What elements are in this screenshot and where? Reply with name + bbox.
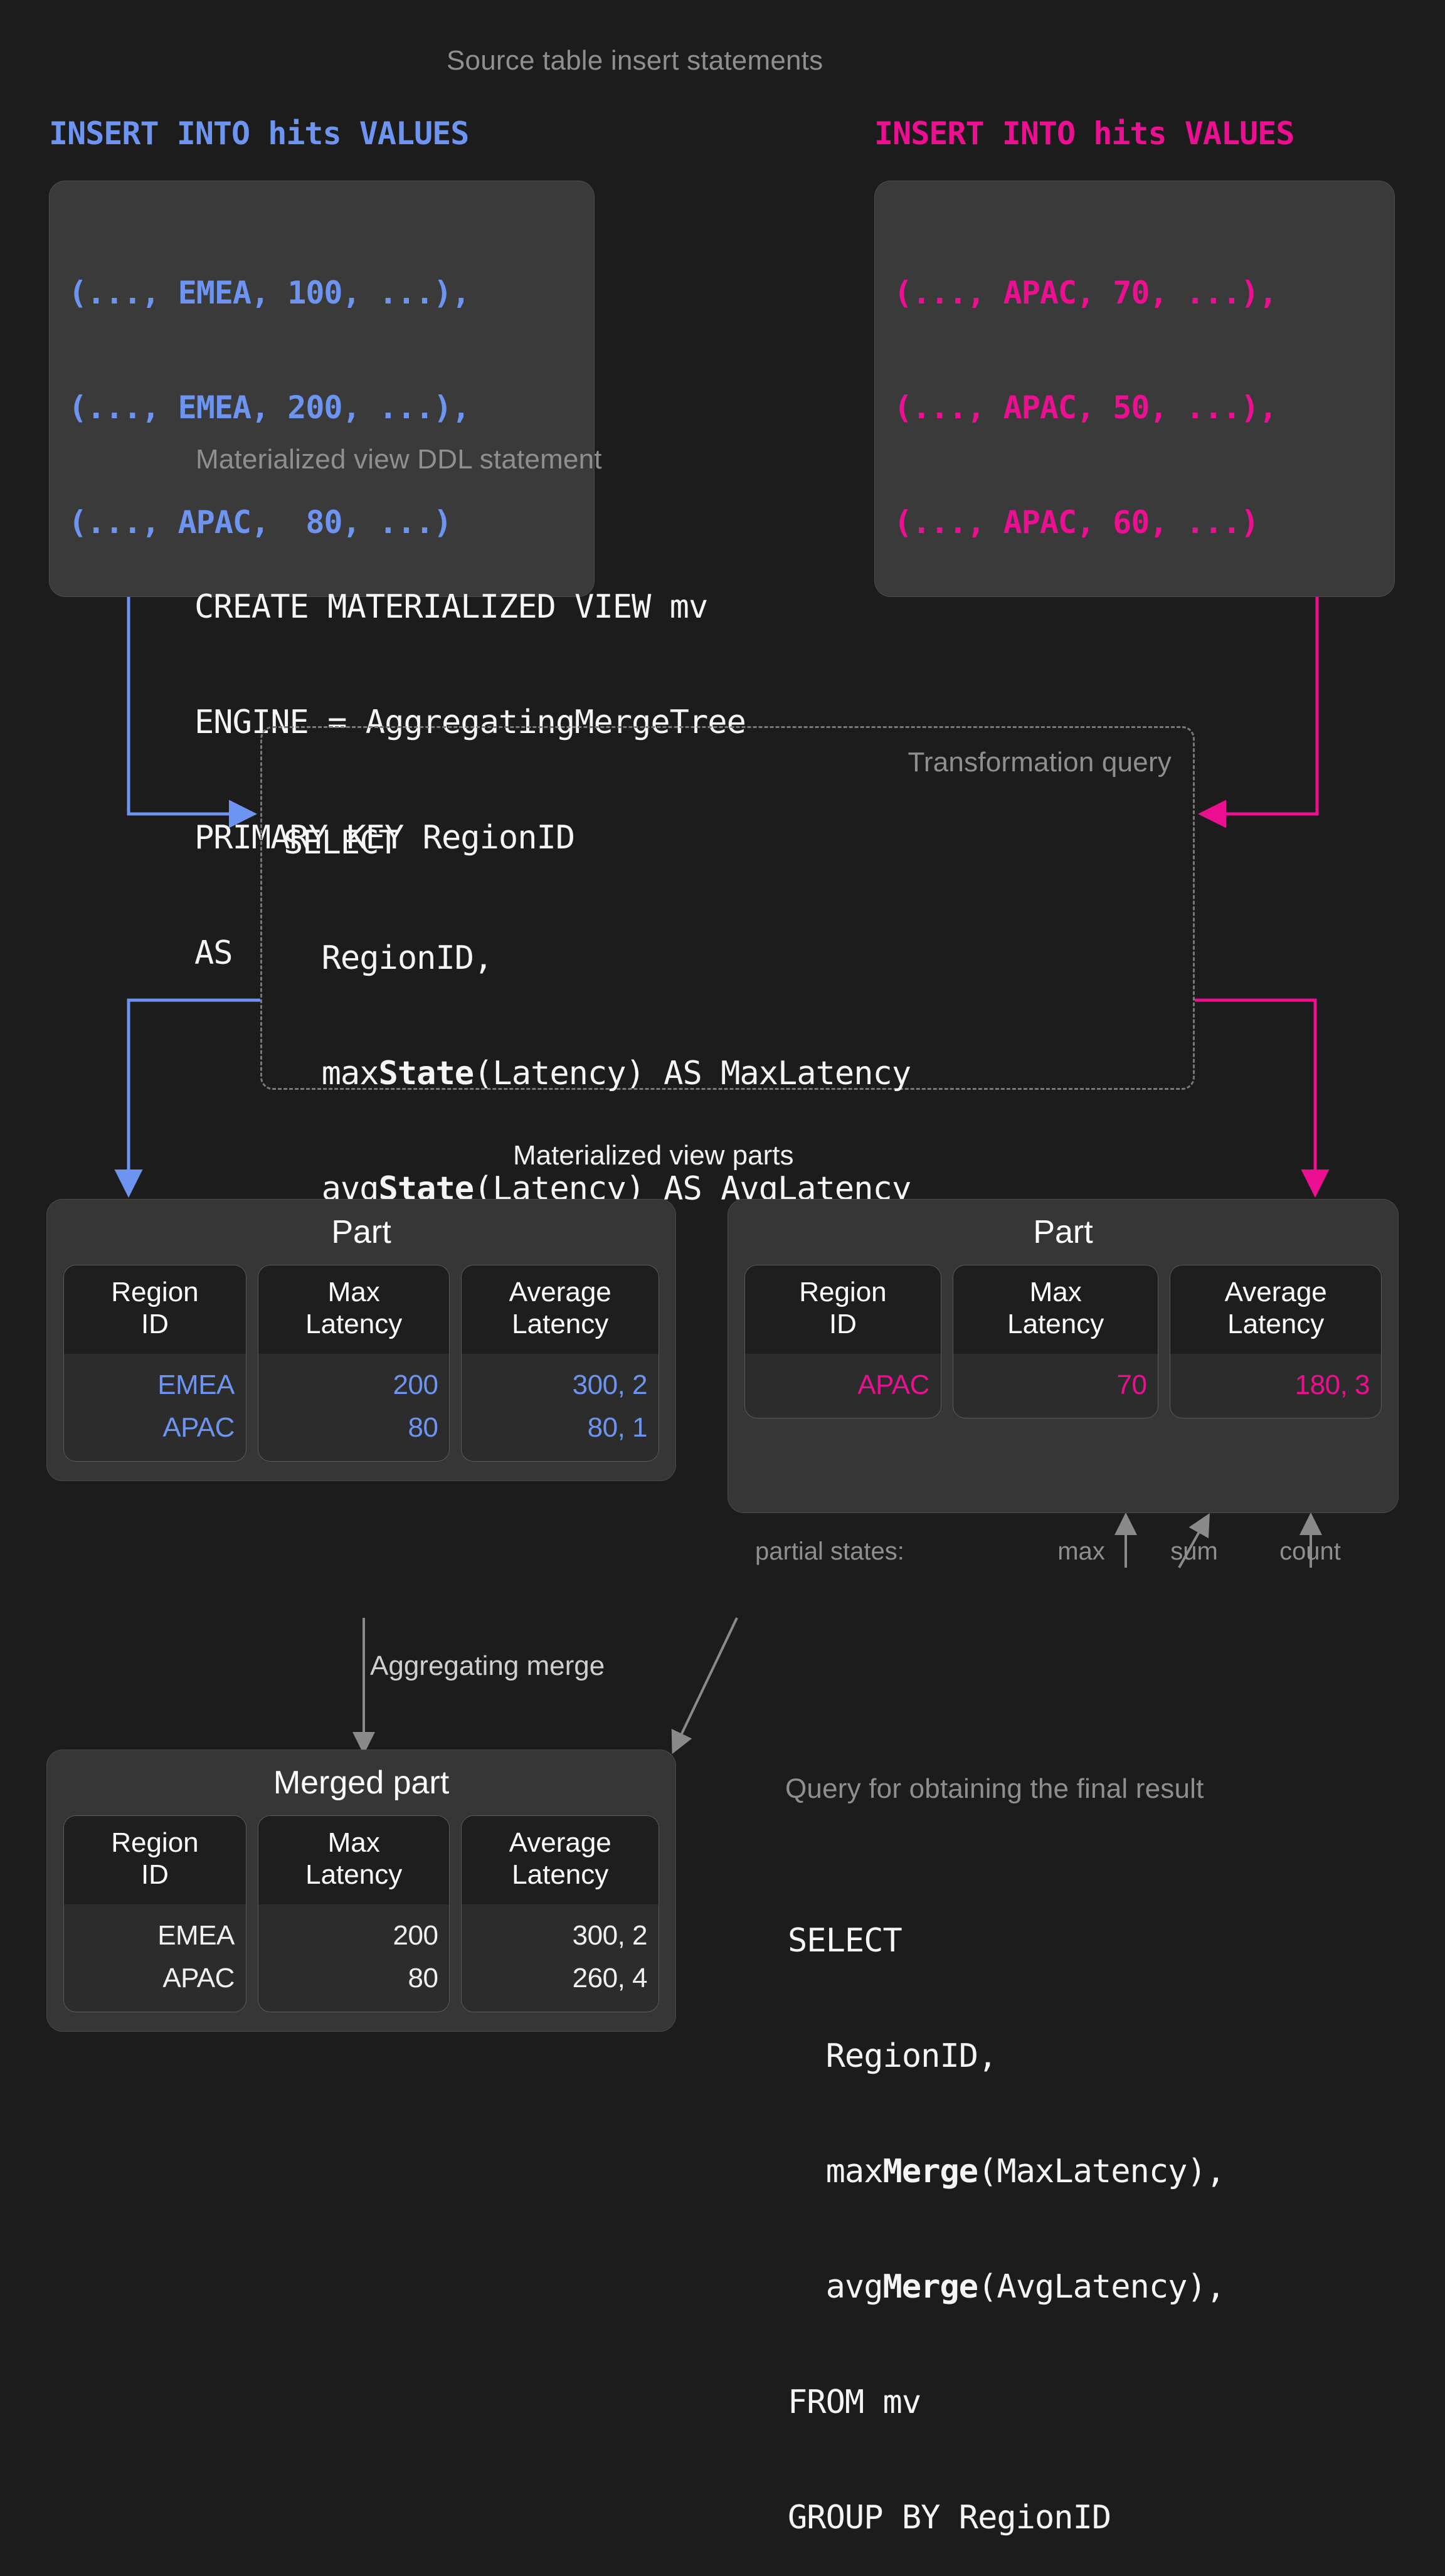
column-region-id: Region ID APAC xyxy=(744,1265,941,1419)
table-cell: 80 xyxy=(408,1412,438,1444)
ddl-line: CREATE MATERIALIZED VIEW mv xyxy=(194,588,708,626)
query-line: FROM mv xyxy=(788,2383,921,2422)
column-average-latency: Average Latency 300, 2 80, 1 xyxy=(461,1265,659,1462)
insert-values-left: (..., EMEA, 100, ...), (..., EMEA, 200, … xyxy=(49,181,595,597)
partial-state-count: count xyxy=(1279,1538,1341,1565)
part-columns: Region ID EMEA APAC Max Latency 200 80 A… xyxy=(63,1265,659,1462)
arrow-query-to-right-part xyxy=(1195,998,1330,1198)
table-cell: 260, 4 xyxy=(572,1963,648,1994)
query-line: RegionID, xyxy=(283,939,494,977)
transformation-query-caption: Transformation query xyxy=(908,747,1172,778)
ddl-statement: CREATE MATERIALIZED VIEW mv ENGINE = Agg… xyxy=(194,511,746,1011)
column-header: Region ID xyxy=(745,1265,941,1354)
insert-row: (..., APAC, 80, ...) xyxy=(68,504,452,541)
table-cell: 200 xyxy=(393,1920,438,1951)
merged-part-title: Merged part xyxy=(273,1765,450,1801)
query-line: avgMerge(AvgLatency), xyxy=(788,2267,1225,2306)
column-average-latency: Average Latency 180, 3 xyxy=(1170,1265,1382,1419)
column-body: 300, 2 260, 4 xyxy=(462,1904,659,2011)
table-cell: APAC xyxy=(857,1370,929,1401)
part-title: Part xyxy=(331,1214,391,1250)
column-header: Region ID xyxy=(64,1265,246,1354)
part-box-right: Part Region ID APAC Max Latency 70 Avera… xyxy=(728,1199,1399,1514)
part-title: Part xyxy=(1033,1214,1093,1250)
table-cell: 80, 1 xyxy=(587,1412,648,1444)
column-max-latency: Max Latency 70 xyxy=(952,1265,1159,1419)
column-region-id: Region ID EMEA APAC xyxy=(63,1265,246,1462)
insert-header-left: INSERT INTO hits VALUES xyxy=(49,115,469,152)
ddl-line: ENGINE = AggregatingMergeTree xyxy=(194,703,746,741)
final-query-caption: Query for obtaining the final result xyxy=(785,1773,1204,1804)
table-cell: 200 xyxy=(393,1370,438,1401)
column-body: 70 xyxy=(953,1354,1158,1418)
table-cell: 70 xyxy=(1116,1370,1147,1401)
partial-states-label: partial states: xyxy=(755,1538,904,1565)
column-body: 200 80 xyxy=(258,1354,450,1460)
aggregating-merge-caption: Aggregating merge xyxy=(370,1650,605,1681)
table-cell: 80 xyxy=(408,1963,438,1994)
column-header: Max Latency xyxy=(258,1816,450,1905)
column-average-latency: Average Latency 300, 2 260, 4 xyxy=(461,1815,659,2012)
query-line: RegionID, xyxy=(788,2037,998,2075)
query-line: GROUP BY RegionID xyxy=(788,2499,1111,2537)
partial-state-max: max xyxy=(1057,1538,1105,1565)
insert-row: (..., EMEA, 200, ...), xyxy=(68,389,470,426)
page-title-source-inserts: Source table insert statements xyxy=(447,45,823,76)
column-header: Max Latency xyxy=(258,1265,450,1354)
column-body: APAC xyxy=(745,1354,941,1418)
query-line: SELECT xyxy=(283,823,398,862)
ddl-caption: Materialized view DDL statement xyxy=(196,444,602,475)
column-body: EMEA APAC xyxy=(64,1904,246,2011)
arrow-right-part-to-merged xyxy=(671,1617,738,1755)
query-line: maxMerge(MaxLatency), xyxy=(788,2152,1225,2190)
column-header: Average Latency xyxy=(1170,1265,1381,1354)
part-columns: Region ID APAC Max Latency 70 Average La… xyxy=(744,1265,1382,1419)
ddl-line: AS xyxy=(194,934,233,972)
column-header: Region ID xyxy=(64,1816,246,1905)
table-cell: APAC xyxy=(162,1412,235,1444)
table-cell: 300, 2 xyxy=(572,1920,648,1951)
mv-parts-caption: Materialized view parts xyxy=(513,1140,794,1171)
table-cell: 180, 3 xyxy=(1294,1370,1370,1401)
column-body: 200 80 xyxy=(258,1904,450,2011)
transformation-query-box: Transformation query SELECT RegionID, ma… xyxy=(260,726,1195,1438)
column-header: Average Latency xyxy=(462,1265,659,1354)
table-cell: EMEA xyxy=(157,1920,235,1951)
part-box-left: Part Region ID EMEA APAC Max Latency 200… xyxy=(46,1199,676,1481)
column-header: Max Latency xyxy=(953,1265,1158,1354)
insert-values-right: (..., APAC, 70, ...), (..., APAC, 50, ..… xyxy=(874,181,1395,597)
partial-states-legend: partial states: max sum count xyxy=(755,1538,1376,1566)
merged-part-box: Merged part Region ID EMEA APAC Max Late… xyxy=(46,1750,676,2032)
table-cell: 300, 2 xyxy=(572,1370,648,1401)
final-query-code: SELECT RegionID, maxMerge(MaxLatency), a… xyxy=(788,1845,1225,2576)
table-cell: EMEA xyxy=(157,1370,235,1401)
column-max-latency: Max Latency 200 80 xyxy=(257,1265,450,1462)
insert-row: (..., EMEA, 100, ...), xyxy=(68,275,470,311)
column-region-id: Region ID EMEA APAC xyxy=(63,1815,246,2012)
column-max-latency: Max Latency 200 80 xyxy=(257,1815,450,2012)
insert-row: (..., APAC, 70, ...), xyxy=(894,275,1278,311)
partial-state-sum: sum xyxy=(1170,1538,1218,1565)
table-cell: APAC xyxy=(162,1963,235,1994)
column-body: 180, 3 xyxy=(1170,1354,1381,1418)
insert-row: (..., APAC, 50, ...), xyxy=(894,389,1278,426)
arrow-query-to-left-part xyxy=(114,998,260,1198)
query-line: maxState(Latency) AS MaxLatency xyxy=(283,1054,912,1092)
column-body: 300, 2 80, 1 xyxy=(462,1354,659,1460)
insert-row: (..., APAC, 60, ...) xyxy=(894,504,1259,541)
insert-header-right: INSERT INTO hits VALUES xyxy=(874,115,1294,152)
query-line: SELECT xyxy=(788,1921,902,1960)
part-columns: Region ID EMEA APAC Max Latency 200 80 A… xyxy=(63,1815,659,2012)
partial-states-row: partial states: max sum count xyxy=(755,1538,1376,1566)
column-body: EMEA APAC xyxy=(64,1354,246,1460)
column-header: Average Latency xyxy=(462,1816,659,1905)
